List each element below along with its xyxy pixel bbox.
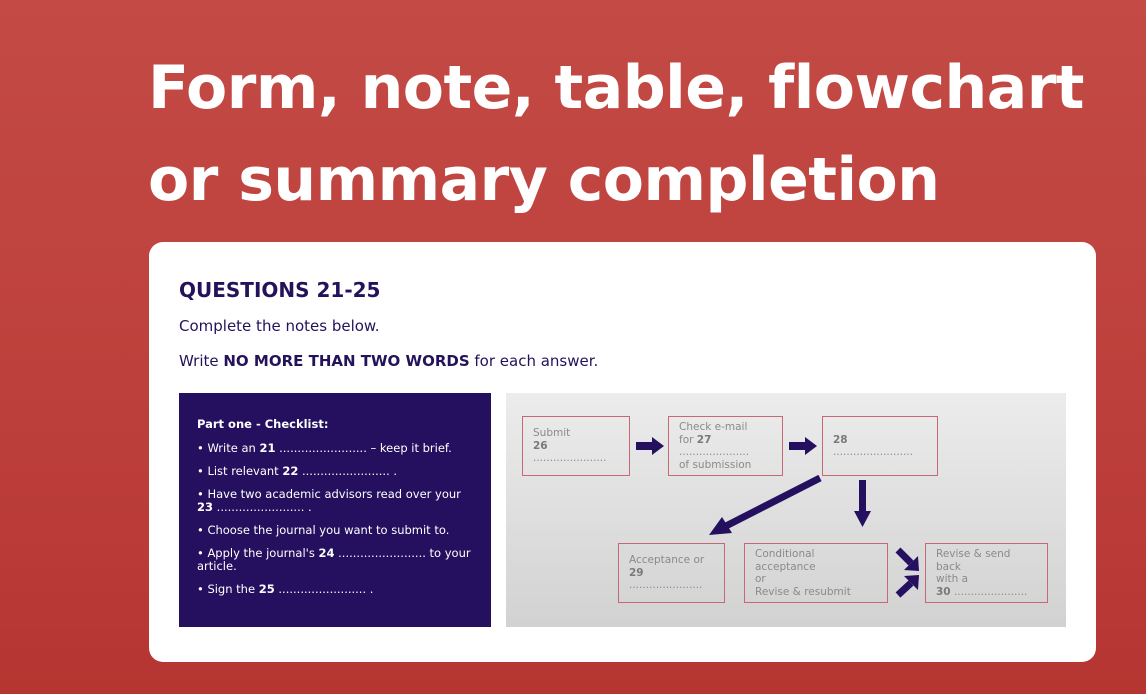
item-text: ........................ . — [274, 582, 374, 596]
flowchart-arrows — [636, 437, 919, 598]
arrow-down-left-icon — [709, 474, 822, 535]
item-text: • Write an — [197, 441, 260, 455]
question-number: 28 — [833, 433, 848, 446]
box-text: Submit — [533, 427, 571, 440]
checklist-item: • Sign the 25 ........................ . — [197, 583, 491, 596]
checklist-heading: Part one - Checklist: — [197, 417, 329, 431]
box-text: Acceptance or — [629, 554, 705, 567]
question-number: 25 — [258, 582, 275, 596]
question-number: 26 — [533, 439, 548, 452]
question-number: 21 — [259, 441, 276, 455]
title-line-1: Form, note, table, flowchart — [148, 53, 1084, 123]
item-text: • List relevant — [197, 464, 283, 478]
question-number: 23 — [197, 500, 214, 514]
checklist-item: • Have two academic advisors read over y… — [197, 488, 491, 514]
slide-title: Form, note, table, flowchart or summary … — [148, 42, 1084, 226]
title-line-2: or summary completion — [148, 145, 940, 215]
box-text: with a — [936, 573, 969, 585]
item-text: • Choose the journal you want to submit … — [197, 523, 450, 537]
checklist-panel: Part one - Checklist: • Write an 21 ....… — [179, 393, 491, 627]
box-text: or — [755, 573, 766, 585]
answer-blank: ........................ — [833, 446, 914, 458]
item-text: ........................ – keep it brief… — [275, 441, 452, 455]
answer-blank: ...................... — [950, 585, 1028, 598]
answer-blank: ...................... — [533, 452, 607, 465]
arrow-right-icon — [636, 437, 664, 455]
box-text: Revise & resubmit — [755, 585, 851, 598]
instruction-1: Complete the notes below. — [179, 317, 380, 335]
answer-blank: ...................... — [629, 579, 703, 592]
question-number: 29 — [629, 566, 644, 579]
question-card: QUESTIONS 21-25 Complete the notes below… — [149, 242, 1096, 662]
question-number: 27 — [696, 433, 712, 446]
instruction-text: Write — [179, 352, 224, 370]
checklist-item: • Write an 21 ........................ –… — [197, 442, 491, 455]
instruction-2: Write NO MORE THAN TWO WORDS for each an… — [179, 352, 598, 370]
instruction-bold: NO MORE THAN TWO WORDS — [223, 352, 470, 370]
question-number: 22 — [282, 464, 299, 478]
checklist-item: • List relevant 22 .....................… — [197, 465, 491, 478]
item-text: ........................ . — [213, 500, 312, 514]
item-text: ........................ to your article… — [197, 546, 471, 573]
box-text: Conditional acceptance — [755, 548, 816, 573]
arrow-up-right-icon — [895, 575, 919, 598]
item-text: • Have two academic advisors read over y… — [197, 487, 461, 501]
question-number: 30 — [936, 585, 951, 598]
box-text: of submission — [679, 458, 752, 471]
item-text: ........................ . — [298, 464, 398, 478]
box-text: Check e-mail — [679, 421, 748, 433]
checklist-item: • Apply the journal's 24 ...............… — [197, 547, 491, 573]
arrow-right-icon — [789, 437, 817, 455]
item-text: • Apply the journal's — [197, 546, 319, 560]
arrow-down-right-icon — [895, 547, 919, 571]
question-number: 24 — [318, 546, 335, 560]
checklist-item: • Choose the journal you want to submit … — [197, 524, 491, 537]
questions-heading: QUESTIONS 21-25 — [179, 278, 381, 302]
flow-box-28: 28 ........................ — [822, 416, 938, 476]
box-text: Revise & send back — [936, 548, 1011, 573]
arrow-down-icon — [854, 480, 871, 527]
box-text: for — [679, 433, 697, 446]
item-text: • Sign the — [197, 582, 259, 596]
instruction-text: for each answer. — [469, 352, 599, 370]
